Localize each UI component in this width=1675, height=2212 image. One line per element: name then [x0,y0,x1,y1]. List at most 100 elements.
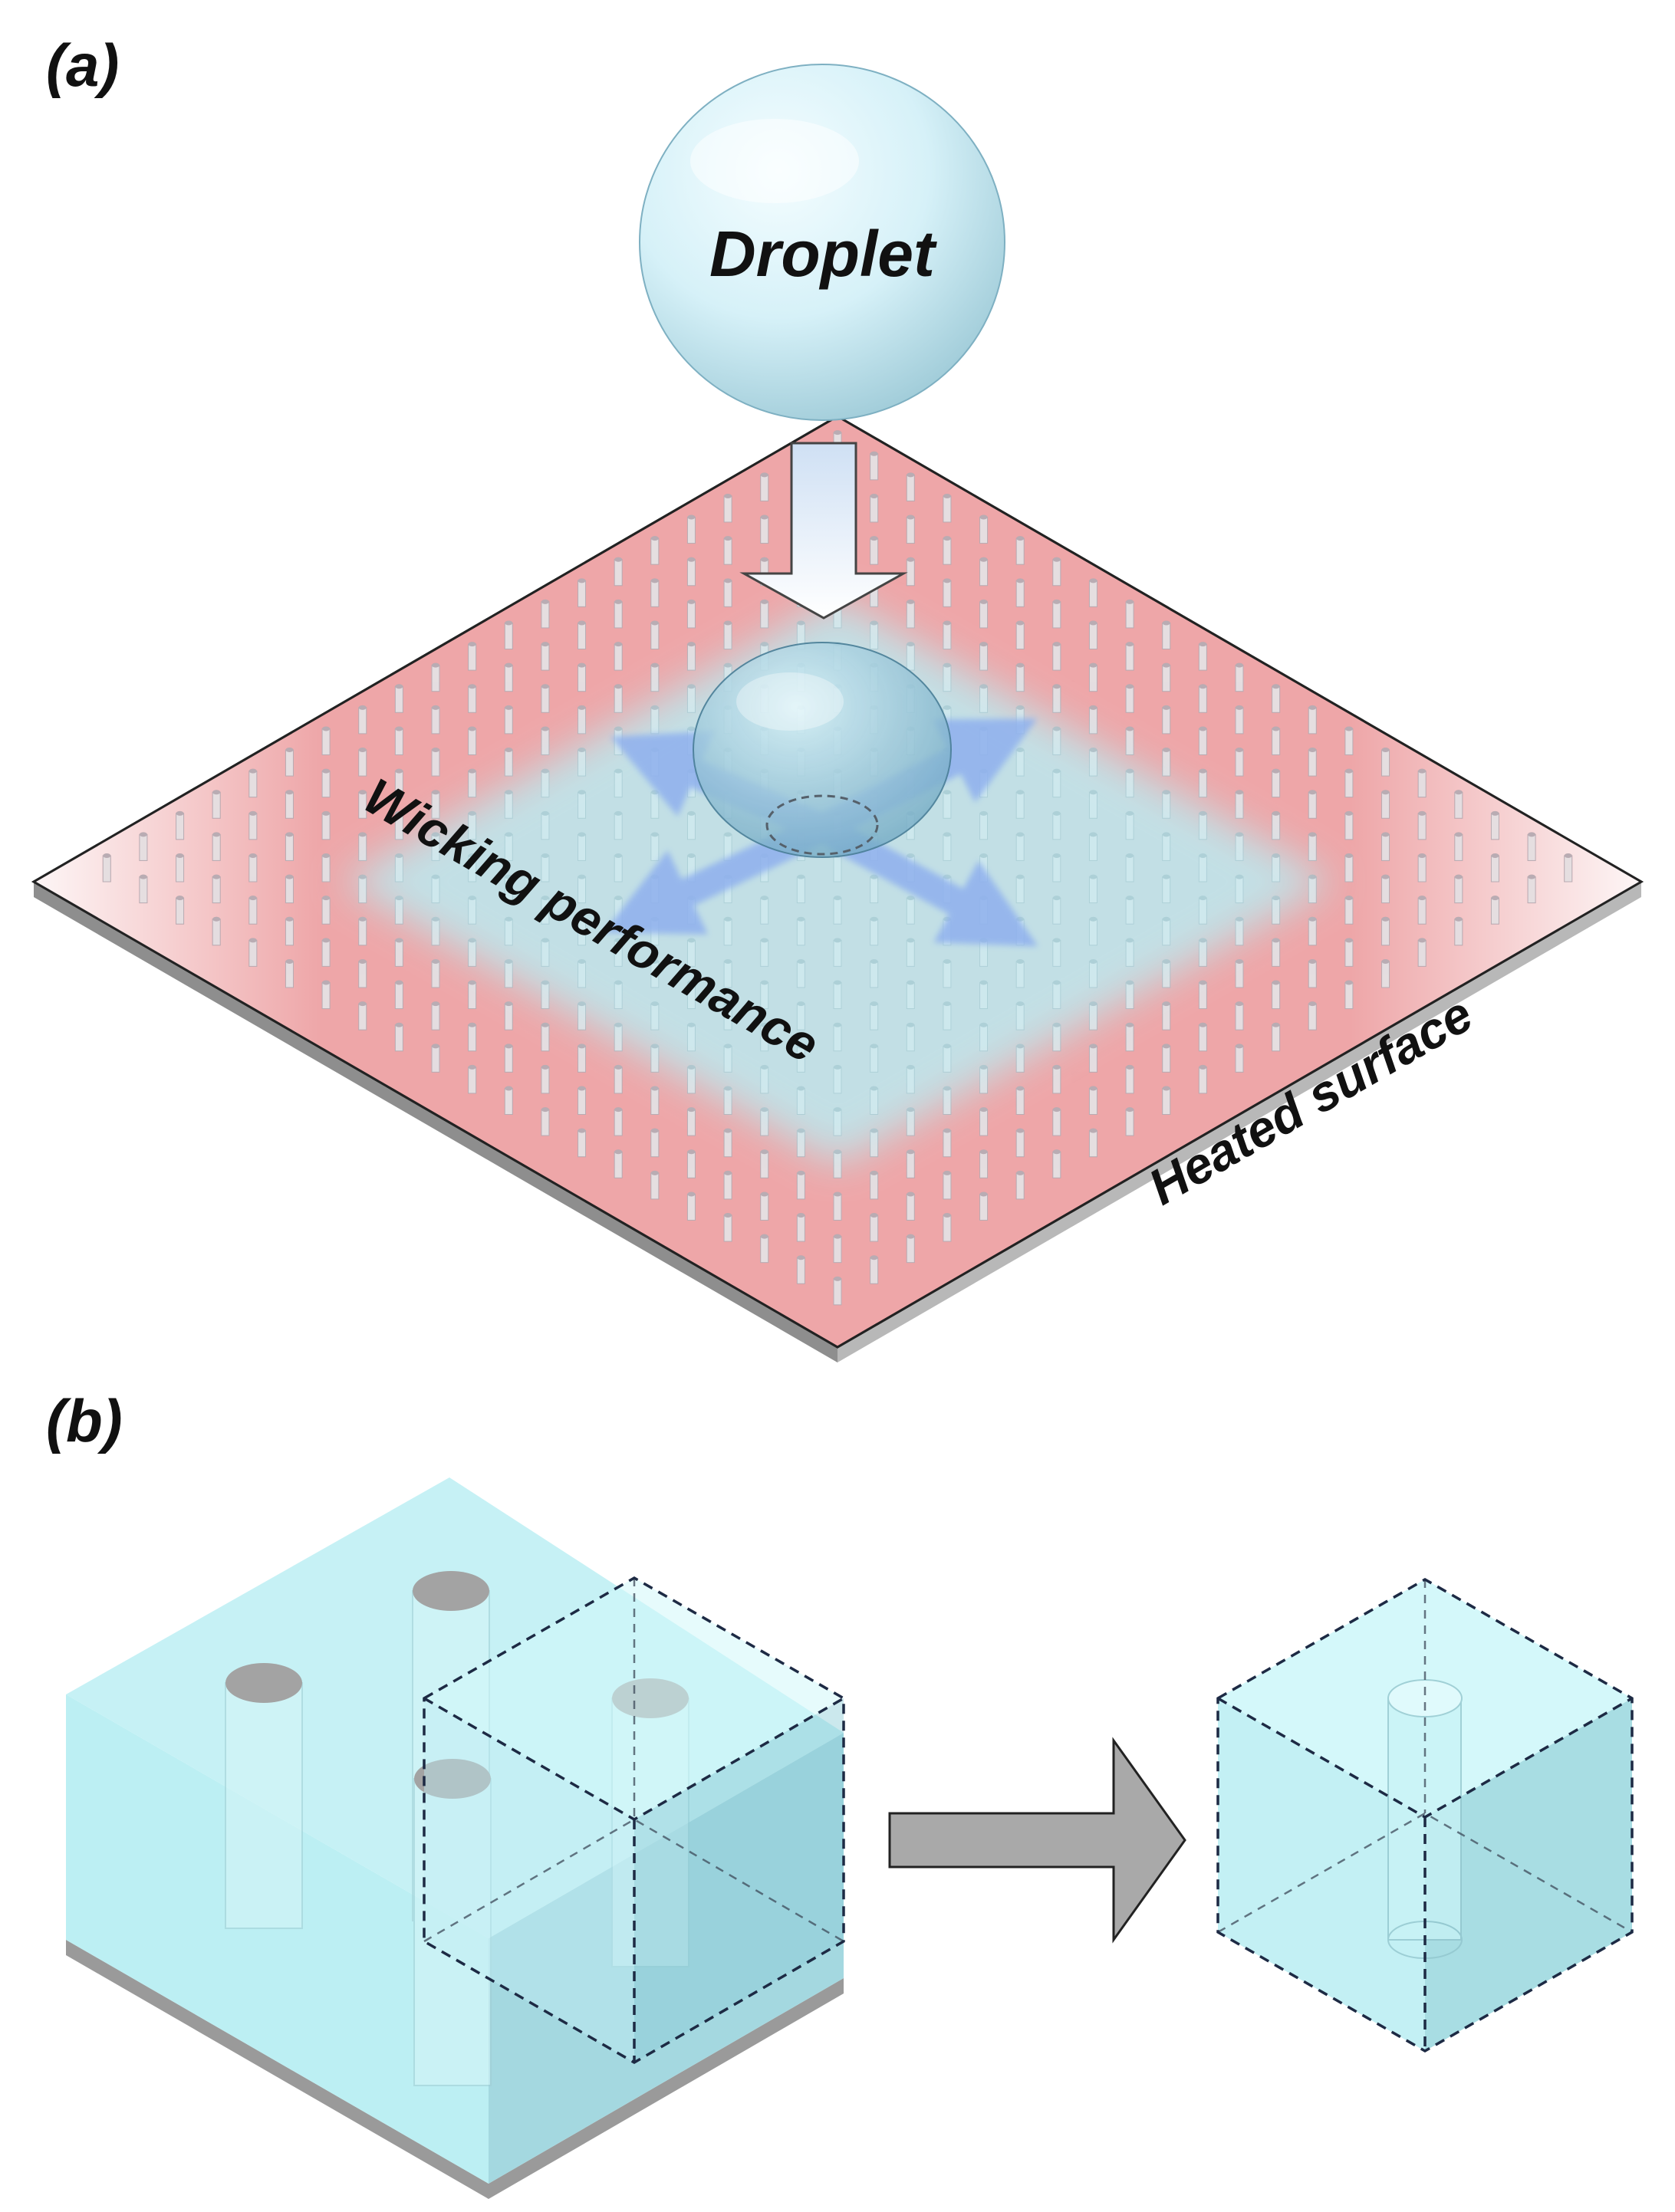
micro-pillar-top [1052,1149,1061,1155]
micro-pillar [1198,855,1207,882]
micro-pillar [943,791,952,819]
micro-pillar-top [760,642,768,647]
micro-pillar-top [687,557,696,562]
micro-pillar [979,601,989,629]
micro-pillar-top [834,430,841,435]
micro-pillar [906,982,915,1010]
micro-pillar [650,833,660,861]
micro-pillar [541,982,550,1010]
micro-pillar-top [1199,768,1207,774]
micro-pillar-top [1308,958,1317,964]
micro-pillar [1052,939,1061,967]
micro-pillar [1052,855,1061,882]
micro-pillar [1272,685,1281,713]
micro-pillar [1015,580,1025,607]
micro-pillar-top [1126,1022,1134,1027]
micro-pillar [1162,707,1171,735]
micro-pillar-top [943,916,951,922]
micro-pillar [1272,939,1281,967]
micro-pillar-top [1344,768,1353,774]
micro-pillar-top [724,662,732,668]
micro-pillar [979,685,989,713]
micro-pillar-top [1491,896,1499,901]
micro-pillar-top [834,1149,841,1155]
micro-pillar [870,919,879,946]
micro-pillar [394,939,403,967]
micro-pillar [578,791,587,819]
micro-pillar-top [650,832,659,837]
micro-pillar [285,961,294,988]
micro-pillar [870,876,879,904]
unit-cell [1216,1577,1634,2053]
micro-pillar-top [650,1044,659,1049]
micro-pillar [1088,665,1097,692]
micro-pillar [1125,813,1134,840]
micro-pillar-top [395,1022,403,1027]
micro-pillar-top [834,1107,841,1113]
micro-pillar-top [870,1086,878,1091]
micro-pillar [1125,771,1134,798]
micro-pillar [943,833,952,861]
micro-pillar [321,728,331,755]
micro-pillar-top [1236,748,1243,753]
micro-pillar-top [724,578,732,583]
micro-pillar-top [834,1234,841,1239]
micro-pillar-top [1236,832,1243,837]
micro-pillar [504,919,513,946]
micro-pillar [1417,771,1427,798]
micro-pillar-top [1272,1022,1280,1027]
micro-pillar-top [1126,1107,1134,1113]
micro-pillar [1381,919,1390,946]
micro-pillar-top [1454,916,1463,922]
micro-pillar-top [614,684,623,689]
micro-pillar [1308,1003,1317,1030]
micro-pillar [650,665,660,692]
micro-pillar-top [943,1044,951,1049]
micro-pillar [943,1214,952,1242]
micro-pillar [1088,623,1097,649]
micro-pillar [248,939,258,967]
micro-pillar [723,580,732,607]
micro-pillar [906,1024,915,1052]
micro-pillar [686,1193,696,1221]
micro-pillar [541,939,550,967]
micro-pillar-top [1089,705,1097,710]
micro-pillar [1344,771,1354,798]
micro-pillar-top [212,916,221,922]
micro-pillar-top [541,599,549,604]
micro-pillar-top [1308,832,1317,837]
micro-pillar-top [395,726,403,731]
micro-pillar [285,749,294,777]
micro-pillar [723,1172,732,1200]
micro-pillar [760,474,769,501]
micro-pillar-top [358,705,367,710]
micro-pillar-top [650,958,659,964]
micro-pillar [1308,919,1317,946]
micro-pillar [358,961,367,988]
micro-pillar-top [1236,705,1243,710]
micro-pillar [1162,833,1171,861]
micro-pillar-top [395,938,403,943]
micro-pillar [1015,876,1025,904]
micro-pillar [906,1151,915,1178]
micro-pillar [1052,813,1061,840]
micro-pillar-top [1126,1064,1134,1070]
micro-pillar [686,813,696,840]
micro-pillar-top [979,599,988,604]
micro-pillar [979,1193,989,1221]
micro-pillar [504,623,513,649]
micro-pillar [833,1109,842,1136]
micro-pillar-top [650,790,659,795]
micro-pillar [1015,707,1025,735]
micro-pillar [906,939,915,967]
micro-pillar-top [1199,896,1207,901]
micro-pillar [1052,897,1061,925]
micro-pillar-top [870,1128,878,1133]
micro-pillar [468,982,477,1010]
micro-pillar-top [834,938,841,943]
micro-pillar-top [1126,599,1134,604]
micro-pillar-top [1089,874,1097,879]
micro-pillar [1272,897,1281,925]
micro-pillar-top [724,493,732,498]
micro-pillar-top [614,853,623,858]
